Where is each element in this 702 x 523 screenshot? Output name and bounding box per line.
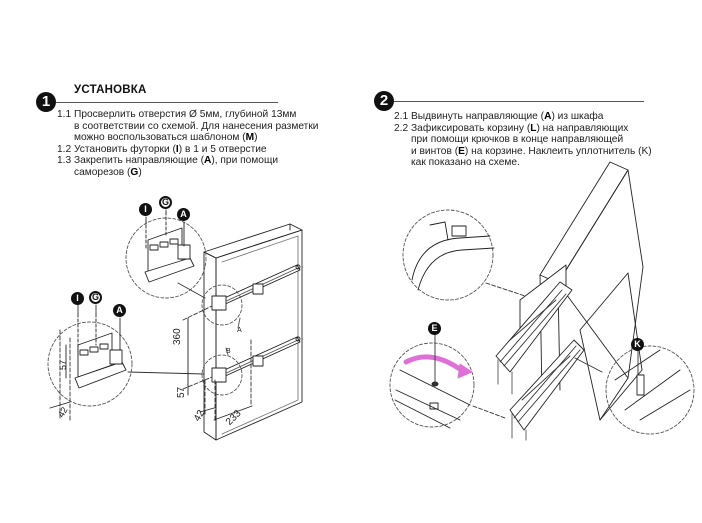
callout-a-badge: A <box>177 208 190 221</box>
part-reference: M <box>245 132 255 144</box>
step-text: при помощи крючков в конце направляющей <box>411 134 624 146</box>
part-reference: A <box>204 155 212 167</box>
part-reference: L <box>530 122 537 134</box>
step-text: Закрепить направляющие ( <box>74 155 204 167</box>
part-reference: G <box>130 166 139 178</box>
dim-360: 360 <box>172 328 183 345</box>
slide-top <box>211 264 301 311</box>
step-text: и винтов ( <box>411 145 459 157</box>
section-2-rule <box>394 101 644 102</box>
step-text: Установить футорки ( <box>74 143 176 155</box>
step-text: ) из шкафа <box>551 111 604 122</box>
detail-magnified-upper <box>125 211 207 299</box>
callout-g-badge: G <box>89 291 102 304</box>
detail-seal <box>574 345 695 435</box>
section-2-step-2-line-4: как показано на схеме. <box>394 157 652 169</box>
part-reference: A <box>544 111 552 122</box>
detail-label-a: A <box>237 327 242 334</box>
step-text: в соответствии со схемой. Для нанесения … <box>74 120 319 132</box>
step-text: ) <box>254 132 258 144</box>
section-1-rule <box>56 102 278 103</box>
callout-a-badge: A <box>113 304 126 317</box>
detail-screw <box>389 342 506 429</box>
step-text: ) <box>138 166 142 178</box>
section-2-step-2-line-1: 2.2 Зафиксировать корзину (L) на направл… <box>394 123 652 135</box>
step-text: как показано на схеме. <box>411 157 520 169</box>
section-1-heading: УСТАНОВКА <box>74 84 147 96</box>
step-number: 1.1 <box>57 109 74 120</box>
section-2-step-2-line-2: при помощи крючков в конце направляющей <box>394 134 652 146</box>
step-2-badge: 2 <box>374 91 394 111</box>
detail-hook <box>402 209 526 301</box>
step-text: Просверлить отверстия Ø 5мм, глубиной 13… <box>74 109 297 120</box>
section-1-step-1-line-1: 1.1 Просверлить отверстия Ø 5мм, глубино… <box>57 109 318 121</box>
step-text: ) в 1 и 5 отверстие <box>178 143 267 155</box>
step-text: саморезов ( <box>74 166 131 178</box>
callout-i-badge: I <box>139 203 152 216</box>
dim-57-main: 57 <box>176 386 187 398</box>
section-2-step-1-line-1: 2.1 Выдвинуть направляющие (A) из шкафа <box>394 111 652 123</box>
cabinet-1 <box>127 223 303 441</box>
step-number: 1.3 <box>57 155 74 167</box>
section-2-step-2-line-3: и винтов (E) на корзине. Наклеить уплотн… <box>394 146 652 158</box>
step-number: 1.2 <box>57 143 74 155</box>
step-text: ), при помощи <box>211 155 279 167</box>
basket-rails <box>495 264 585 441</box>
detail-circle-a <box>201 284 243 326</box>
section-1-step-2-line-1: 1.2 Установить футорки (I) в 1 и 5 отвер… <box>57 144 318 156</box>
section-1-step-3-line-1: 1.3 Закрепить направляющие (A), при помо… <box>57 155 318 167</box>
section-1-step-1-line-3: можно воспользоваться шаблоном (M) <box>57 132 318 144</box>
step-text: можно воспользоваться шаблоном ( <box>74 132 246 144</box>
callout-g-badge: G <box>159 196 172 209</box>
callout-e-badge: E <box>428 322 441 335</box>
callout-k-badge: K <box>631 338 644 351</box>
step-text: Выдвинуть направляющие ( <box>411 111 545 122</box>
part-reference: I <box>175 143 179 155</box>
section-1-step-1-line-2: в соответствии со схемой. Для нанесения … <box>57 121 318 133</box>
detail-circle-b <box>201 354 243 396</box>
callout-i-badge: I <box>71 292 84 305</box>
step-number: 2.1 <box>394 111 411 122</box>
part-reference: E <box>458 145 465 157</box>
detail-label-b: B <box>226 348 231 355</box>
detail-magnified-lower <box>47 313 133 421</box>
step-text: Зафиксировать корзину ( <box>411 122 531 134</box>
dim-57-detail: 57 <box>58 359 68 370</box>
step-text: ) на корзине. Наклеить уплотнитель (K) <box>464 145 652 157</box>
step-number: 2.2 <box>394 122 411 134</box>
section-1-step-3-line-2: саморезов (G) <box>57 167 318 179</box>
step-1-badge: 1 <box>36 92 56 112</box>
slide-bottom <box>211 336 301 383</box>
section-1-steps: 1.1 Просверлить отверстия Ø 5мм, глубино… <box>57 109 318 179</box>
rotate-arrow <box>403 354 467 375</box>
step-text: ) на направляющих <box>536 122 629 134</box>
